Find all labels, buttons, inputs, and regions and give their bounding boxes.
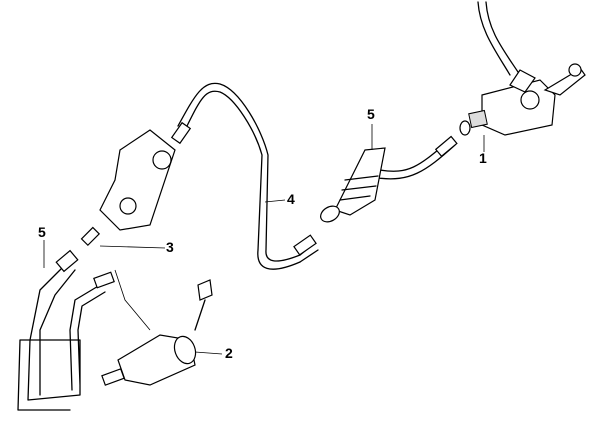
callout-2: 2: [225, 345, 233, 361]
leader-lines: [43, 124, 485, 355]
slave-cylinder: [101, 334, 197, 386]
pipe-bundle: [17, 264, 106, 411]
bleed-screw: [197, 279, 213, 301]
flexible-hose: [177, 82, 301, 270]
bracket: [99, 121, 192, 231]
callout-5-pipes: 5: [38, 224, 46, 240]
hose-fitting: [293, 234, 317, 256]
reservoir-hose: [477, 1, 519, 76]
pipe-fitting: [434, 135, 458, 158]
callout-1: 1: [479, 150, 487, 166]
callout-4: 4: [287, 191, 295, 207]
callout-5-bellows: 5: [367, 106, 375, 122]
o-ring: [459, 120, 471, 136]
callout-3: 3: [166, 239, 174, 255]
master-cylinder: [468, 63, 586, 136]
connector: [80, 226, 101, 247]
bellows-hose: [320, 147, 386, 223]
pipe-fitting-left: [55, 249, 79, 273]
